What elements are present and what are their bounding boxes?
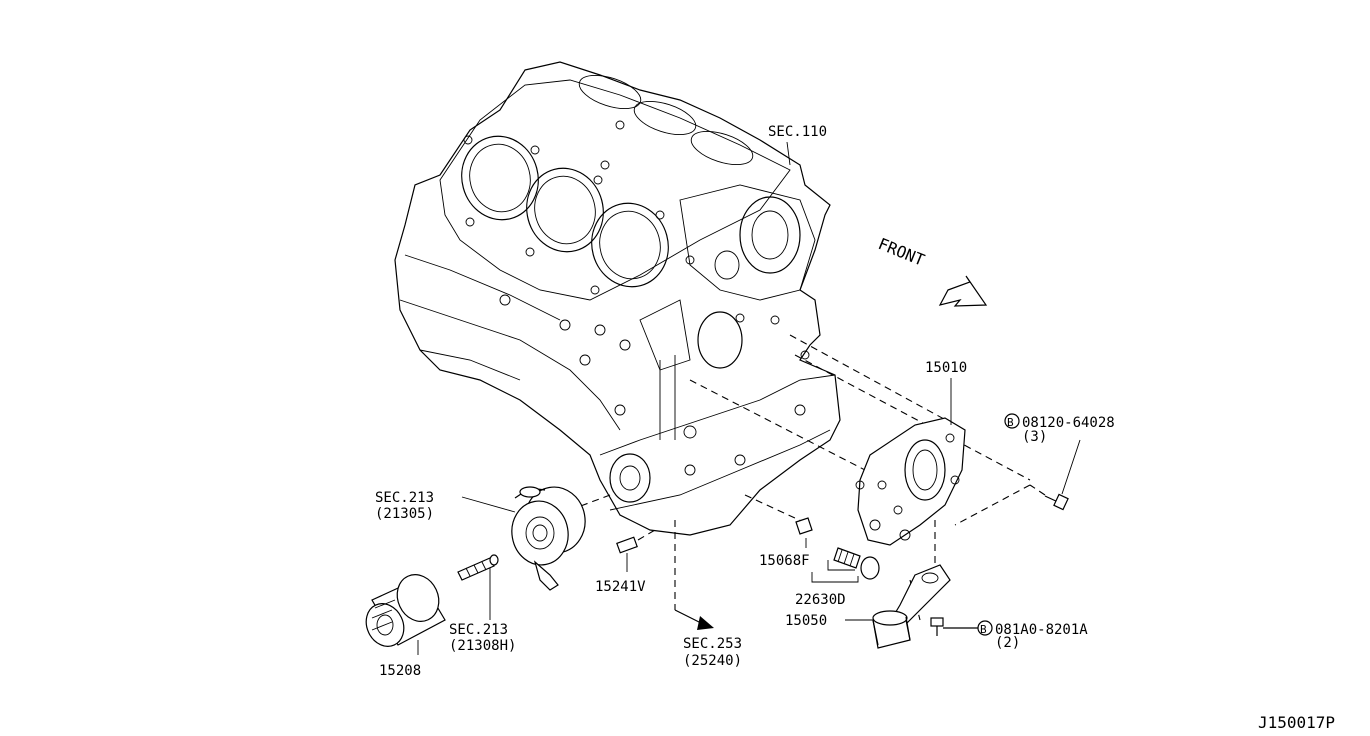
label-sec-213-a-ref: (21305) xyxy=(375,506,434,522)
bolt-symbol-2-text: B xyxy=(980,623,987,636)
oil-pump xyxy=(855,417,966,546)
label-sec-110: SEC.110 xyxy=(768,124,827,140)
label-sec-253-ref: (25240) xyxy=(683,653,742,669)
label-15068f: 15068F xyxy=(759,553,810,569)
bolt-symbol-1 xyxy=(1004,413,1020,429)
oil-filter xyxy=(365,574,446,647)
label-22630d: 22630D xyxy=(795,592,846,608)
bolt-08120-64028 xyxy=(1044,493,1069,511)
labels: SEC.110 FRONT 15010 B 08120-64028 (3) SE… xyxy=(375,124,1335,732)
label-bolt-2-qty: (2) xyxy=(995,635,1020,651)
assembly-lines xyxy=(569,334,1046,621)
label-15010: 15010 xyxy=(925,360,967,376)
plug-15241v xyxy=(616,536,638,554)
label-15208: 15208 xyxy=(379,663,421,679)
label-bolt-1-qty: (3) xyxy=(1022,429,1047,445)
label-front: FRONT xyxy=(876,234,928,270)
label-sec-213-a: SEC.213 xyxy=(375,490,434,506)
oil-cooler xyxy=(511,486,586,591)
label-sec-253: SEC.253 xyxy=(683,636,742,652)
label-sec-213-b: SEC.213 xyxy=(449,622,508,638)
label-15241v: 15241V xyxy=(595,579,646,595)
bolt-symbol-1-text: B xyxy=(1007,416,1014,429)
label-bolt-1-number: 08120-64028 xyxy=(1022,415,1115,431)
sec-253-arrow xyxy=(674,609,714,630)
engine-block xyxy=(394,61,841,536)
front-arrow xyxy=(938,275,988,307)
washer-15068f xyxy=(795,517,813,535)
leader-lines xyxy=(417,141,1081,655)
bolt-081A0-8201A xyxy=(930,617,978,636)
bolt-symbol-2 xyxy=(977,620,993,636)
label-sec-213-b-ref: (21308H) xyxy=(449,638,516,654)
connector-bolt xyxy=(457,554,499,581)
label-bolt-2-number: 081A0-8201A xyxy=(995,622,1088,638)
label-15050: 15050 xyxy=(785,613,827,629)
diagram-code: J150017P xyxy=(1258,713,1335,732)
oil-strainer xyxy=(872,564,951,649)
oil-pressure-switch xyxy=(833,547,880,580)
